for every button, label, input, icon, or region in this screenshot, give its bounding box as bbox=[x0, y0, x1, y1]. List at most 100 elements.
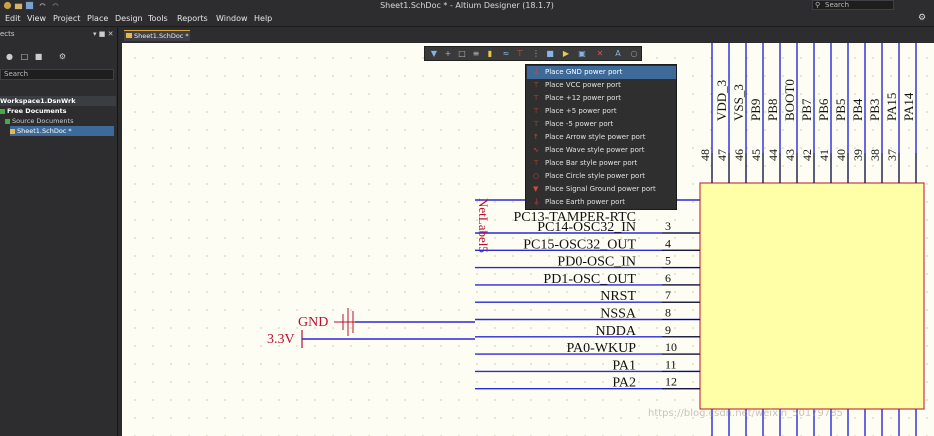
watermark: https://blog.csdn.net/weixin_50179785 bbox=[648, 408, 844, 419]
menu-tools[interactable]: Tools bbox=[148, 14, 168, 23]
menu-item-label: Place GND power port bbox=[545, 68, 623, 76]
pin-number: 38 bbox=[868, 149, 882, 161]
component-icon[interactable]: ■ bbox=[546, 49, 554, 58]
shapes-icon[interactable]: ○ bbox=[630, 49, 638, 58]
add-document-icon[interactable]: □ bbox=[20, 52, 29, 61]
select-icon[interactable]: □ bbox=[458, 49, 466, 58]
pin-number: 5 bbox=[665, 254, 671, 268]
move-icon[interactable]: + bbox=[444, 49, 452, 58]
port-icon[interactable]: ▶ bbox=[562, 49, 570, 58]
power-port-icon[interactable]: ⊤ bbox=[516, 49, 524, 58]
menu-item-place-minus5[interactable]: ⊤Place -5 power port bbox=[527, 118, 676, 131]
menu-item-place-plus12[interactable]: ⊤Place +12 power port bbox=[527, 92, 676, 105]
save-icon[interactable] bbox=[25, 1, 34, 10]
text-icon[interactable]: A bbox=[615, 49, 621, 58]
filter-icon[interactable]: ▼ bbox=[430, 49, 438, 58]
menu-item-place-gnd[interactable]: ⏚Place GND power port bbox=[527, 66, 676, 79]
vcc-label: 3.3V bbox=[267, 332, 295, 347]
tree-item-workspace[interactable]: Workspace1.DsnWrk bbox=[0, 96, 116, 106]
tree-item-source-documents[interactable]: Source Documents bbox=[5, 116, 73, 126]
pin-name: PA14 bbox=[901, 92, 916, 121]
signal-ground-icon: ▼ bbox=[533, 185, 539, 193]
projects-panel: ects ▾ ■ ✕ ● □ ■ ⚙ Search Workspace1.Dsn… bbox=[0, 28, 118, 436]
active-bar: ▼ + □ ≡ ▮ ≈ ⊤ ⋮ ■ ▶ ▣ ✕ A ○ bbox=[424, 46, 642, 61]
pin-number: 8 bbox=[665, 306, 671, 320]
menu-help[interactable]: Help bbox=[254, 14, 273, 23]
menu-reports[interactable]: Reports bbox=[177, 14, 208, 23]
menu-item-place-bar[interactable]: ⊤ Place Bar style power port bbox=[527, 157, 676, 170]
pin-name: VSS_3 bbox=[731, 84, 746, 121]
pin-number: 42 bbox=[800, 149, 814, 161]
menu-design[interactable]: Design bbox=[115, 14, 143, 23]
wave-port-icon: ∿ bbox=[533, 146, 539, 154]
pin-name: PA1 bbox=[612, 358, 636, 373]
harness-icon[interactable]: ⋮ bbox=[532, 49, 540, 58]
menu-item-place-arrow[interactable]: ↑Place Arrow style power port bbox=[527, 131, 676, 144]
panel-search-input[interactable]: Search bbox=[0, 69, 114, 80]
pin-name: PB6 bbox=[816, 98, 831, 121]
pin-name: PC15-OSC32_OUT bbox=[523, 237, 636, 252]
menu-item-place-circle[interactable]: ○Place Circle style power port bbox=[527, 170, 676, 183]
menu-project[interactable]: Project bbox=[53, 14, 81, 23]
sheet-symbol-icon[interactable]: ▣ bbox=[578, 49, 586, 58]
tree-item-sheet1[interactable]: Sheet1.SchDoc * bbox=[10, 126, 114, 136]
menu-item-place-earth[interactable]: ⏚ Place Earth power port bbox=[527, 196, 676, 209]
search-placeholder: Search bbox=[825, 1, 850, 9]
pin-number: 37 bbox=[885, 149, 899, 161]
menu-window[interactable]: Window bbox=[216, 14, 248, 23]
window-title: Sheet1.SchDoc * - Altium Designer (18.1.… bbox=[380, 1, 554, 10]
wire-icon[interactable]: ▮ bbox=[487, 49, 493, 58]
panel-title: ects bbox=[0, 30, 15, 38]
no-erc-icon[interactable]: ✕ bbox=[596, 49, 604, 58]
menu-item-label: Place Signal Ground power port bbox=[545, 185, 656, 193]
pin-name: VDD_3 bbox=[714, 80, 729, 121]
pin-name: NDDA bbox=[596, 324, 637, 339]
menu-item-place-signal-ground[interactable]: ▼ Place Signal Ground power port bbox=[527, 183, 676, 196]
gnd-label: GND bbox=[298, 315, 328, 330]
component-body bbox=[699, 182, 925, 410]
pin-name: PB5 bbox=[833, 99, 848, 121]
free-documents-label: Free Documents bbox=[7, 107, 67, 115]
menu-item-label: Place +5 power port bbox=[545, 107, 617, 115]
panel-menu-icon[interactable]: ▾ ■ ✕ bbox=[93, 30, 114, 38]
pin-name: PA0-WKUP bbox=[567, 341, 637, 356]
earth-port-icon: ⏚ bbox=[533, 198, 540, 206]
menu-item-place-plus5[interactable]: ⊤Place +5 power port bbox=[527, 105, 676, 118]
tree-item-free-documents[interactable]: Free Documents bbox=[0, 106, 116, 116]
open-folder-icon[interactable] bbox=[14, 1, 23, 10]
align-icon[interactable]: ≡ bbox=[472, 49, 480, 58]
pin-name: PD1-OSC_OUT bbox=[543, 272, 636, 287]
pin-name: NRST bbox=[600, 289, 636, 304]
folder-icon[interactable]: ■ bbox=[34, 52, 43, 61]
panel-settings-icon[interactable]: ⚙ bbox=[58, 52, 67, 61]
menu-place[interactable]: Place bbox=[87, 14, 109, 23]
settings-gear-icon[interactable]: ⚙ bbox=[918, 13, 927, 23]
menu-bar: Edit View Project Place Design Tools Rep… bbox=[0, 12, 934, 27]
global-search-input[interactable]: ⚲ Search bbox=[812, 0, 894, 10]
workspace-icon[interactable]: ● bbox=[6, 52, 13, 61]
free-documents-icon bbox=[0, 108, 5, 114]
menu-item-label: Place Bar style power port bbox=[545, 159, 638, 167]
menu-item-place-wave[interactable]: ∿ Place Wave style power port bbox=[527, 144, 676, 157]
pin-name: PA15 bbox=[884, 93, 899, 121]
pin-number: 47 bbox=[715, 149, 729, 161]
vcc-port-icon: ⊤ bbox=[533, 81, 540, 89]
menu-item-label: Place Wave style power port bbox=[545, 146, 645, 154]
tab-sheet1[interactable]: Sheet1.SchDoc * bbox=[124, 30, 190, 41]
menu-item-label: Place Earth power port bbox=[545, 198, 626, 206]
title-bar: Sheet1.SchDoc * - Altium Designer (18.1.… bbox=[0, 0, 934, 12]
menu-item-place-vcc[interactable]: ⊤Place VCC power port bbox=[527, 79, 676, 92]
undo-icon[interactable] bbox=[38, 1, 47, 10]
pin-number: 39 bbox=[851, 149, 865, 161]
bus-icon[interactable]: ≈ bbox=[502, 49, 510, 58]
pin-number: 41 bbox=[817, 149, 831, 161]
schematic-drawing[interactable]: PC13-TAMPER-RTC3PC14-OSC32_IN4PC15-OSC32… bbox=[122, 43, 934, 436]
menu-edit[interactable]: Edit bbox=[5, 14, 21, 23]
redo-icon[interactable] bbox=[51, 1, 60, 10]
bar-port-icon: ⊤ bbox=[533, 159, 540, 167]
arrow-port-icon: ↑ bbox=[533, 133, 539, 141]
pin-name: PB8 bbox=[765, 99, 780, 121]
menu-view[interactable]: View bbox=[27, 14, 46, 23]
panel-search-placeholder: Search bbox=[4, 70, 29, 78]
